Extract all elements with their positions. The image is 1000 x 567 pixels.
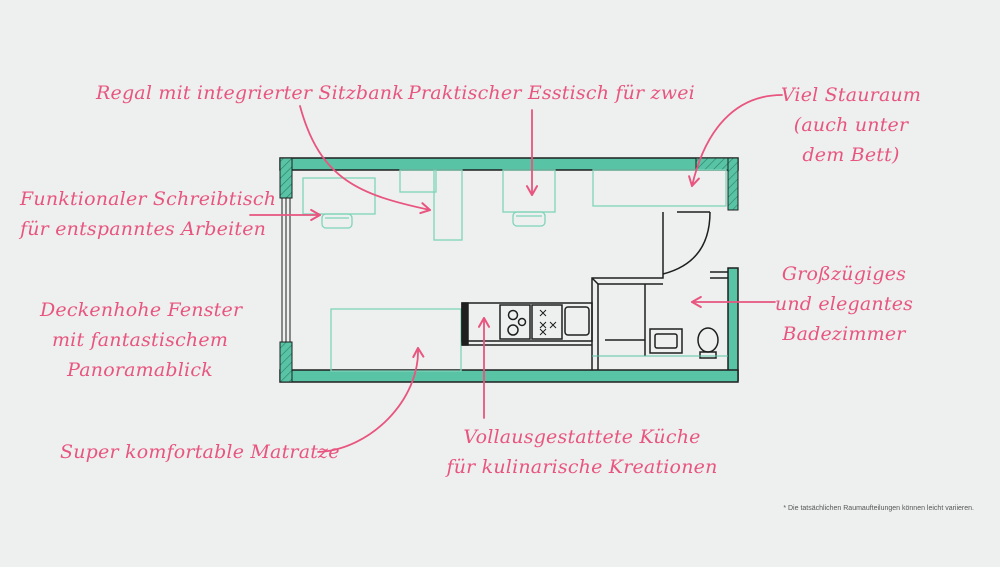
label-kueche: Vollausgestattete Küche für kulinarische… <box>446 426 718 478</box>
label-schreibtisch: Funktionaler Schreibtisch für entspannte… <box>20 188 277 240</box>
stove <box>499 304 531 340</box>
dining-chair <box>512 211 546 227</box>
arrow-stauraum <box>688 94 783 188</box>
bath-sink <box>649 328 683 354</box>
desk <box>302 177 376 215</box>
panorama-window <box>281 198 291 342</box>
annotation-arrows <box>249 94 783 453</box>
wardrobe <box>592 169 727 207</box>
arrow-matratze <box>317 346 425 453</box>
shelf <box>399 169 437 193</box>
toilet <box>697 327 719 353</box>
label-fenster: Deckenhohe Fenster mit fantastischem Pan… <box>40 299 243 381</box>
kitchen-sink <box>564 306 590 336</box>
bed <box>330 308 462 372</box>
bench <box>433 169 463 241</box>
interior <box>461 211 728 370</box>
label-badezimmer: Großzügiges und elegantes Badezimmer <box>774 263 914 345</box>
arrow-regal <box>299 105 432 215</box>
label-esstisch: Praktischer Esstisch für zwei <box>408 82 695 104</box>
label-regal: Regal mit integrierter Sitzbank <box>96 82 404 104</box>
outer-walls <box>279 157 739 383</box>
dining-table <box>502 169 556 213</box>
oven <box>531 304 563 340</box>
footnote: * Die tatsächlichen Raumaufteilungen kön… <box>783 505 974 512</box>
label-matratze: Super komfortable Matratze <box>60 441 340 463</box>
furniture <box>302 169 727 372</box>
desk-chair <box>321 213 353 229</box>
label-stauraum: Viel Stauraum (auch unter dem Bett) <box>780 84 922 166</box>
